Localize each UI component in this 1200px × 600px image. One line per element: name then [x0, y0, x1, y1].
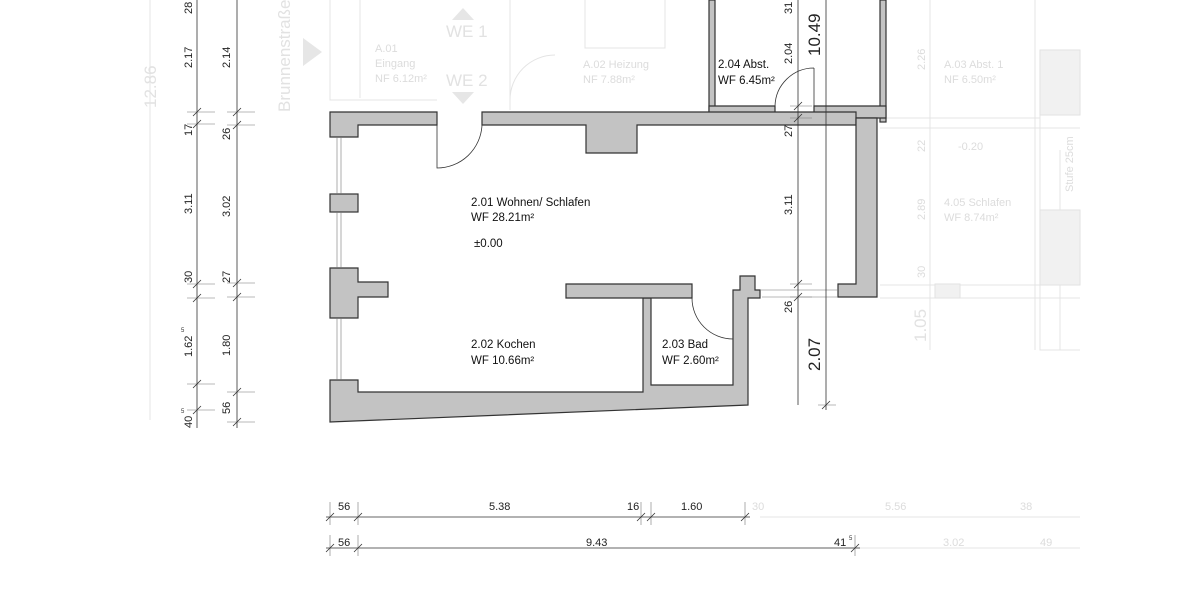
dim-label: 22 — [916, 140, 928, 152]
dim-label: 9.43 — [586, 537, 607, 549]
arrow-up-icon — [452, 8, 474, 20]
room-a01-sub: Eingang — [375, 58, 415, 70]
dim-label: 5.38 — [489, 501, 510, 513]
dim-label: 56 — [338, 501, 350, 513]
dim-label: 17 — [183, 124, 195, 136]
dim-superscript: 5 — [849, 536, 853, 542]
dim-label: 30 — [752, 501, 764, 513]
dim-label: 26 — [783, 301, 795, 313]
dim-label: 56 — [221, 402, 233, 414]
door-bath[interactable] — [691, 297, 734, 340]
dim-label: 27 — [221, 271, 233, 283]
room-name: 2.02 Kochen — [471, 339, 536, 351]
room-name: 2.01 Wohnen/ Schlafen — [471, 197, 590, 209]
street-label: Brunnenstraße — [275, 0, 294, 112]
room-labels: 2.01 Wohnen/ Schlafen WF 28.21m² ±0.00 2… — [471, 59, 775, 367]
dim-label: 49 — [1040, 537, 1052, 549]
room-a01-name: A.01 — [375, 43, 398, 55]
dim-superscript: 5 — [181, 409, 185, 415]
room-name: 2.04 Abst. — [718, 59, 769, 71]
level-label: ±0.00 — [474, 238, 503, 250]
room-area: WF 6.45m² — [718, 75, 775, 87]
dim-label: 1.62 — [183, 336, 195, 357]
dim-label: 30 — [183, 271, 195, 283]
room-name: 2.03 Bad — [662, 339, 708, 351]
dimension-lines: 28 2.17 17 3.11 30 1.62 5 40 5 2.14 26 3… — [181, 0, 860, 556]
dim-label: 1.05 — [911, 309, 930, 342]
dim-label: 5.56 — [885, 501, 906, 513]
door-storage[interactable] — [774, 67, 815, 107]
dim-label: 2.17 — [183, 47, 195, 68]
door-living[interactable] — [436, 124, 483, 169]
room-area: WF 28.21m² — [471, 212, 534, 224]
dim-label: 3.02 — [943, 537, 964, 549]
dim-label: 3.11 — [783, 194, 795, 215]
doors — [436, 67, 815, 340]
dim-label: 3.02 — [221, 196, 233, 217]
room-405-area: WF 8.74m² — [944, 212, 999, 224]
dim-label: 30 — [916, 266, 928, 278]
windows — [336, 137, 838, 380]
dim-label: 31 — [783, 2, 795, 14]
room-a01-area: NF 6.12m² — [375, 73, 427, 85]
step-label: Stufe 25cm — [1064, 136, 1076, 192]
level-neighbour: -0.20 — [958, 141, 983, 153]
neighbouring-units-faded: 12.86 Brunnenstraße WE 1 WE 2 A.01 Einga… — [141, 0, 1081, 549]
dim-label: 1.60 — [681, 501, 702, 513]
room-a03-area: NF 6.50m² — [944, 74, 996, 86]
dim-label: 40 — [183, 416, 195, 428]
total-dim-label: 2.07 — [805, 338, 824, 371]
dim-label: 2.04 — [783, 43, 795, 64]
dim-label: 41 — [834, 537, 846, 549]
we2-label: WE 2 — [446, 71, 488, 90]
total-height-label: 12.86 — [141, 65, 160, 108]
dim-label: 2.89 — [916, 199, 928, 220]
room-area: WF 10.66m² — [471, 355, 534, 367]
dim-label: 1.80 — [221, 335, 233, 356]
dim-label: 2.26 — [916, 49, 928, 70]
dim-label: 2.14 — [221, 47, 233, 68]
room-a02-area: NF 7.88m² — [583, 74, 635, 86]
entrance-arrow-icon — [303, 38, 322, 66]
dim-label: 28 — [183, 2, 195, 14]
dim-label: 16 — [627, 501, 639, 513]
dim-label: 56 — [338, 537, 350, 549]
dim-label: 26 — [221, 128, 233, 140]
room-area: WF 2.60m² — [662, 355, 719, 367]
room-405-name: 4.05 Schlafen — [944, 197, 1011, 209]
dim-label: 27 — [783, 125, 795, 137]
we1-label: WE 1 — [446, 22, 488, 41]
arrow-down-icon — [452, 92, 474, 104]
dim-label: 3.11 — [183, 193, 195, 214]
dim-superscript: 5 — [181, 328, 185, 334]
total-dim-label: 10.49 — [805, 13, 824, 56]
dim-label: 38 — [1020, 501, 1032, 513]
room-a03-name: A.03 Abst. 1 — [944, 59, 1003, 71]
room-a02-name: A.02 Heizung — [583, 59, 649, 71]
walls — [329, 0, 887, 423]
